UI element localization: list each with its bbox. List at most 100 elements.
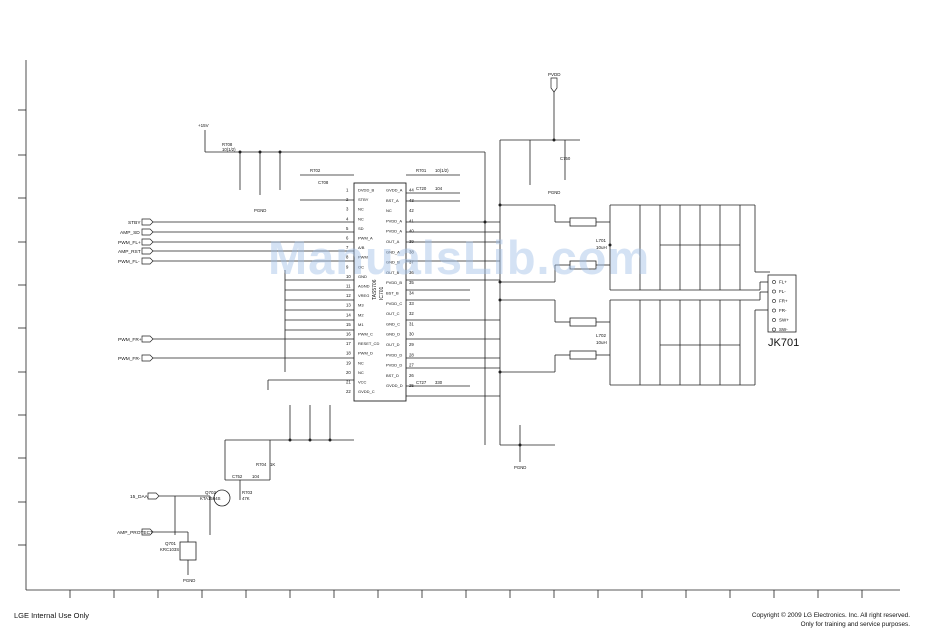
footer-copyright: Copyright © 2009 LG Electronics. Inc. Al…	[751, 612, 910, 619]
gnd-label-1: PGND	[254, 208, 266, 213]
ic-pin-number: 7	[346, 245, 349, 250]
ic-pin-label: NC	[358, 216, 364, 221]
ic-pin-number: 22	[346, 389, 351, 394]
ic-pin-label: PVDD_A	[386, 218, 402, 223]
ic-pin-label: RESET_CD	[358, 341, 379, 346]
ic-pin-label: PWM	[358, 255, 368, 260]
ic-pin-number: 40	[409, 229, 414, 234]
ic-pin-label: GND	[358, 274, 367, 279]
components	[179, 217, 797, 561]
ic-pin-label: OUT_B	[386, 270, 400, 275]
transistor-q702	[213, 489, 231, 507]
ic-pin-label: DVDD_B	[358, 188, 375, 193]
ic-pin-label: PVDD_C	[386, 301, 402, 306]
ic-pin-number: 35	[409, 280, 414, 285]
ic-pin-number: 37	[409, 260, 414, 265]
ic-pin-label: PWM_D	[358, 351, 373, 356]
signal-stby: STBY	[128, 220, 141, 226]
connector-pin-label: SW-	[779, 327, 788, 332]
ic-pin-number: 39	[409, 239, 414, 244]
ic-pin-number: 18	[346, 351, 351, 356]
ic-pin-label: OC	[358, 264, 364, 269]
signal-amp-rst: AMP_RST	[118, 249, 141, 255]
ic-pin-number: 11	[346, 284, 351, 289]
ic-pin-number: 10	[346, 274, 351, 279]
ic-pin-number: 19	[346, 360, 351, 365]
ic-pin-number: 5	[346, 226, 349, 231]
r-bot-label: R704	[256, 462, 267, 467]
transistor-1-part: KTA1504S	[200, 496, 221, 501]
c-bot-label: C752	[232, 474, 243, 479]
ic-pin-label: NC	[358, 360, 364, 365]
ic-pin-label: PVDD_A	[386, 229, 402, 234]
ic-pin-number: 8	[346, 255, 349, 260]
c-mid-label: C720	[416, 186, 427, 191]
signal-amp-protect: AMP_PROTECT	[117, 530, 153, 536]
ic-pin-number: 30	[409, 332, 414, 337]
transistor-2-part: KRC103S	[160, 547, 179, 552]
ic-pin-label: GVDD_D	[386, 383, 403, 388]
inductor-l702-b	[569, 350, 597, 360]
ic-pin-label: PVDD_D	[386, 363, 402, 368]
inductor-l702-a	[569, 317, 597, 327]
ic-pin-number: 41	[409, 218, 414, 223]
ic-pin-label: PWM_A	[358, 236, 373, 241]
connector-jk701	[767, 274, 797, 333]
connector-pin-label: FL-	[779, 289, 786, 294]
footer-right: Copyright © 2009 LG Electronics. Inc. Al…	[752, 611, 910, 629]
ic-pin-label: OUT_D	[386, 342, 400, 347]
ic-ref: IC701	[379, 286, 385, 300]
r-top-label: R708	[222, 142, 233, 147]
r-q-value: 47K	[242, 496, 250, 501]
connector-pin-label: FR-	[779, 308, 787, 313]
c-ind-label: C750	[560, 156, 571, 161]
connector-pin-label: FL+	[779, 280, 787, 285]
ic-pin-label: SD	[358, 226, 364, 231]
ic-pin-number: 31	[409, 321, 414, 326]
connector-pin	[772, 299, 776, 303]
r-f-value: 10(1/2)	[435, 168, 449, 173]
ic-pin-label: GVDD_C	[358, 389, 375, 394]
ic-pin-number: 13	[346, 303, 351, 308]
ic-pin-number: 38	[409, 249, 414, 254]
ic-pin-label: STBY	[358, 197, 369, 202]
ic-pin-label: VCC	[358, 380, 367, 385]
ic-pin-number: 6	[346, 236, 349, 241]
ic-pin-number: 20	[346, 370, 351, 375]
c-top-label: C708	[318, 180, 329, 185]
r-g-label: R702	[310, 168, 321, 173]
ic-pin-label: BST_D	[386, 373, 399, 378]
ic-pin-number: 34	[409, 291, 414, 296]
transistor-2-label: Q701	[165, 541, 177, 546]
ic-pin-number: 15	[346, 322, 351, 327]
inductor-l701-b	[569, 260, 597, 270]
watermark: ManualsLib.com	[268, 231, 651, 284]
ic-pin-number: 26	[409, 373, 414, 378]
transistor-q701	[179, 541, 197, 561]
ic-pin-number: 36	[409, 270, 414, 275]
ic-pin-label: OUT_C	[386, 311, 400, 316]
connector-pin	[772, 308, 776, 313]
ic-pin-number: 28	[409, 352, 414, 357]
inductor-2-label: L702	[596, 333, 607, 338]
sheet-frame	[18, 60, 900, 598]
gnd-label-3: PGND	[514, 465, 526, 470]
inductor-l701-a	[569, 217, 597, 227]
ic-pin-number: 12	[346, 293, 351, 298]
ic-pin-label: GND_D	[386, 332, 400, 337]
c-bot-value: 104	[252, 474, 260, 479]
gnd-label-2: PGND	[548, 190, 560, 195]
supply-pvdd-label: PVDD	[548, 72, 561, 77]
c-low-label: C727	[416, 380, 427, 385]
ic-pin-number: 14	[346, 312, 351, 317]
ic-pin-label: M3	[358, 303, 364, 308]
ic-pin-label: BST_A	[386, 198, 399, 203]
ic-name: TAS5706	[372, 279, 378, 300]
ic-pin-label: GND_B	[386, 260, 400, 265]
ic-pin-number: 27	[409, 363, 414, 368]
inductor-1-label: L701	[596, 238, 607, 243]
supply-top-label: +15V	[198, 123, 209, 128]
ic-pin-number: 33	[409, 301, 414, 306]
ic-pin-label: PWM_C	[358, 332, 373, 337]
